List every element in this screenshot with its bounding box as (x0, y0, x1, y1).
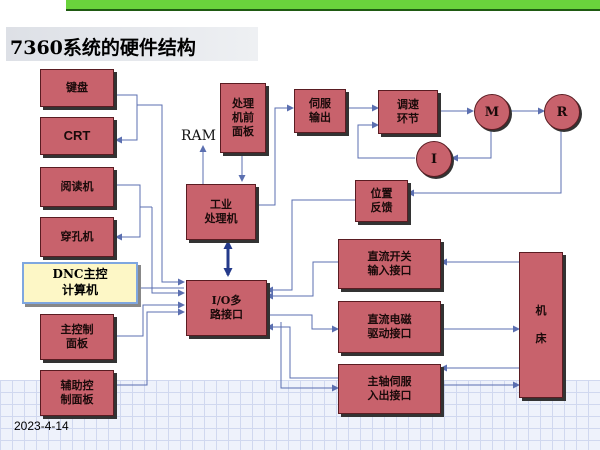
position-feedback-block: 位置 反馈 (355, 180, 408, 222)
spindle-servo-io-interface-block: 主轴伺服 入出接口 (338, 364, 441, 414)
ram-label: RAM (181, 128, 216, 144)
servo-output-block: 伺服 输出 (294, 89, 346, 133)
motor-node: M (474, 94, 510, 130)
industrial-processor-block: 工业 处理机 (186, 184, 256, 240)
crt-block: CRT (40, 117, 114, 155)
io-interface-block: I/O多 路接口 (186, 280, 267, 336)
current-feedback-node: I (416, 141, 452, 177)
title-banner (6, 27, 258, 61)
page-title: 7360系统的硬件结构 (10, 37, 196, 59)
dc-solenoid-drive-interface-block: 直流电磁 驱动接口 (338, 301, 441, 353)
keyboard-block: 键盘 (40, 69, 114, 107)
punch-block: 穿孔机 (40, 217, 114, 257)
machine-tool-block: 机 床 (519, 252, 563, 398)
processor-front-panel-block: 处理 机前 面板 (220, 83, 266, 153)
aux-control-panel-block: 辅助控 制面板 (40, 370, 114, 416)
reader-block: 阅读机 (40, 167, 114, 207)
speed-loop-block: 调速 环节 (378, 90, 438, 134)
dnc-host-computer-block: DNC主控 计算机 (22, 262, 138, 304)
main-control-panel-block: 主控制 面板 (40, 314, 114, 360)
header-bar (66, 0, 600, 9)
resolver-node: R (544, 94, 580, 130)
dc-switch-input-interface-block: 直流开关 输入接口 (338, 239, 441, 289)
slide-date: 2023-4-14 (14, 419, 69, 433)
header-bar-rule (66, 9, 600, 11)
